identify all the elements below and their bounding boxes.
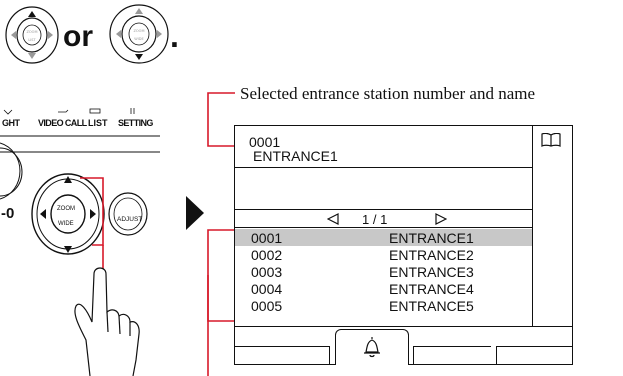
bell-softkey[interactable]: [335, 329, 409, 365]
list-item-number: 0004: [251, 281, 282, 297]
list-item[interactable]: 0005 ENTRANCE5: [235, 297, 532, 314]
hand-pointer-icon: [75, 268, 139, 376]
adjust-label: ADJUST: [117, 216, 142, 223]
monitor-screen: 0001 ENTRANCE1 1 / 1 0001 ENTRANCE1 0002…: [234, 125, 573, 365]
svg-text:LIST: LIST: [28, 38, 36, 42]
list-item[interactable]: 0002 ENTRANCE2: [235, 246, 532, 263]
or-text: or: [63, 20, 93, 54]
page-next-icon[interactable]: [435, 213, 447, 225]
selected-station-name: ENTRANCE1: [253, 148, 338, 164]
list-item-number: 0002: [251, 247, 282, 263]
period-text: .: [170, 18, 179, 55]
svg-text:ZOOM: ZOOM: [27, 30, 38, 34]
wide-label: WIDE: [58, 221, 74, 227]
list-item-number: 0005: [251, 298, 282, 314]
softkey-1[interactable]: [235, 346, 330, 365]
page-prev-icon[interactable]: [327, 213, 339, 225]
zoom-label: ZOOM: [57, 206, 75, 212]
list-item-name: ENTRANCE4: [389, 281, 474, 297]
book-icon[interactable]: [541, 133, 561, 147]
left-button-label: -0: [1, 205, 14, 222]
list-item[interactable]: 0001 ENTRANCE1: [235, 229, 532, 246]
list-item-name: ENTRANCE1: [389, 230, 474, 246]
list-item-number: 0001: [251, 230, 282, 246]
station-list: 0001 ENTRANCE1 0002 ENTRANCE2 0003 ENTRA…: [235, 229, 532, 314]
list-item-name: ENTRANCE3: [389, 264, 474, 280]
list-item[interactable]: 0003 ENTRANCE3: [235, 263, 532, 280]
video-call-button-label: VIDEO CALL: [38, 118, 87, 128]
list-button-label: LIST: [88, 118, 108, 128]
svg-text:ZOOM: ZOOM: [134, 29, 145, 33]
label-night: GHT: [2, 118, 20, 128]
softkey-4[interactable]: [496, 346, 573, 365]
bell-icon: [362, 336, 382, 358]
list-item-name: ENTRANCE2: [389, 247, 474, 263]
list-item[interactable]: 0004 ENTRANCE4: [235, 280, 532, 297]
svg-text:WIDE: WIDE: [134, 37, 143, 41]
dpad-down-icon: ZOOM WIDE: [108, 3, 170, 65]
softkey-3[interactable]: [413, 346, 491, 365]
page-indicator: 1 / 1: [362, 212, 387, 227]
device-panel: [0, 100, 160, 376]
dpad-top-icon: ZOOM LIST: [4, 5, 60, 65]
list-item-name: ENTRANCE5: [389, 298, 474, 314]
list-item-number: 0003: [251, 264, 282, 280]
callout-selected-station: Selected entrance station number and nam…: [240, 84, 535, 104]
settings-button-label: SETTING: [118, 118, 153, 128]
